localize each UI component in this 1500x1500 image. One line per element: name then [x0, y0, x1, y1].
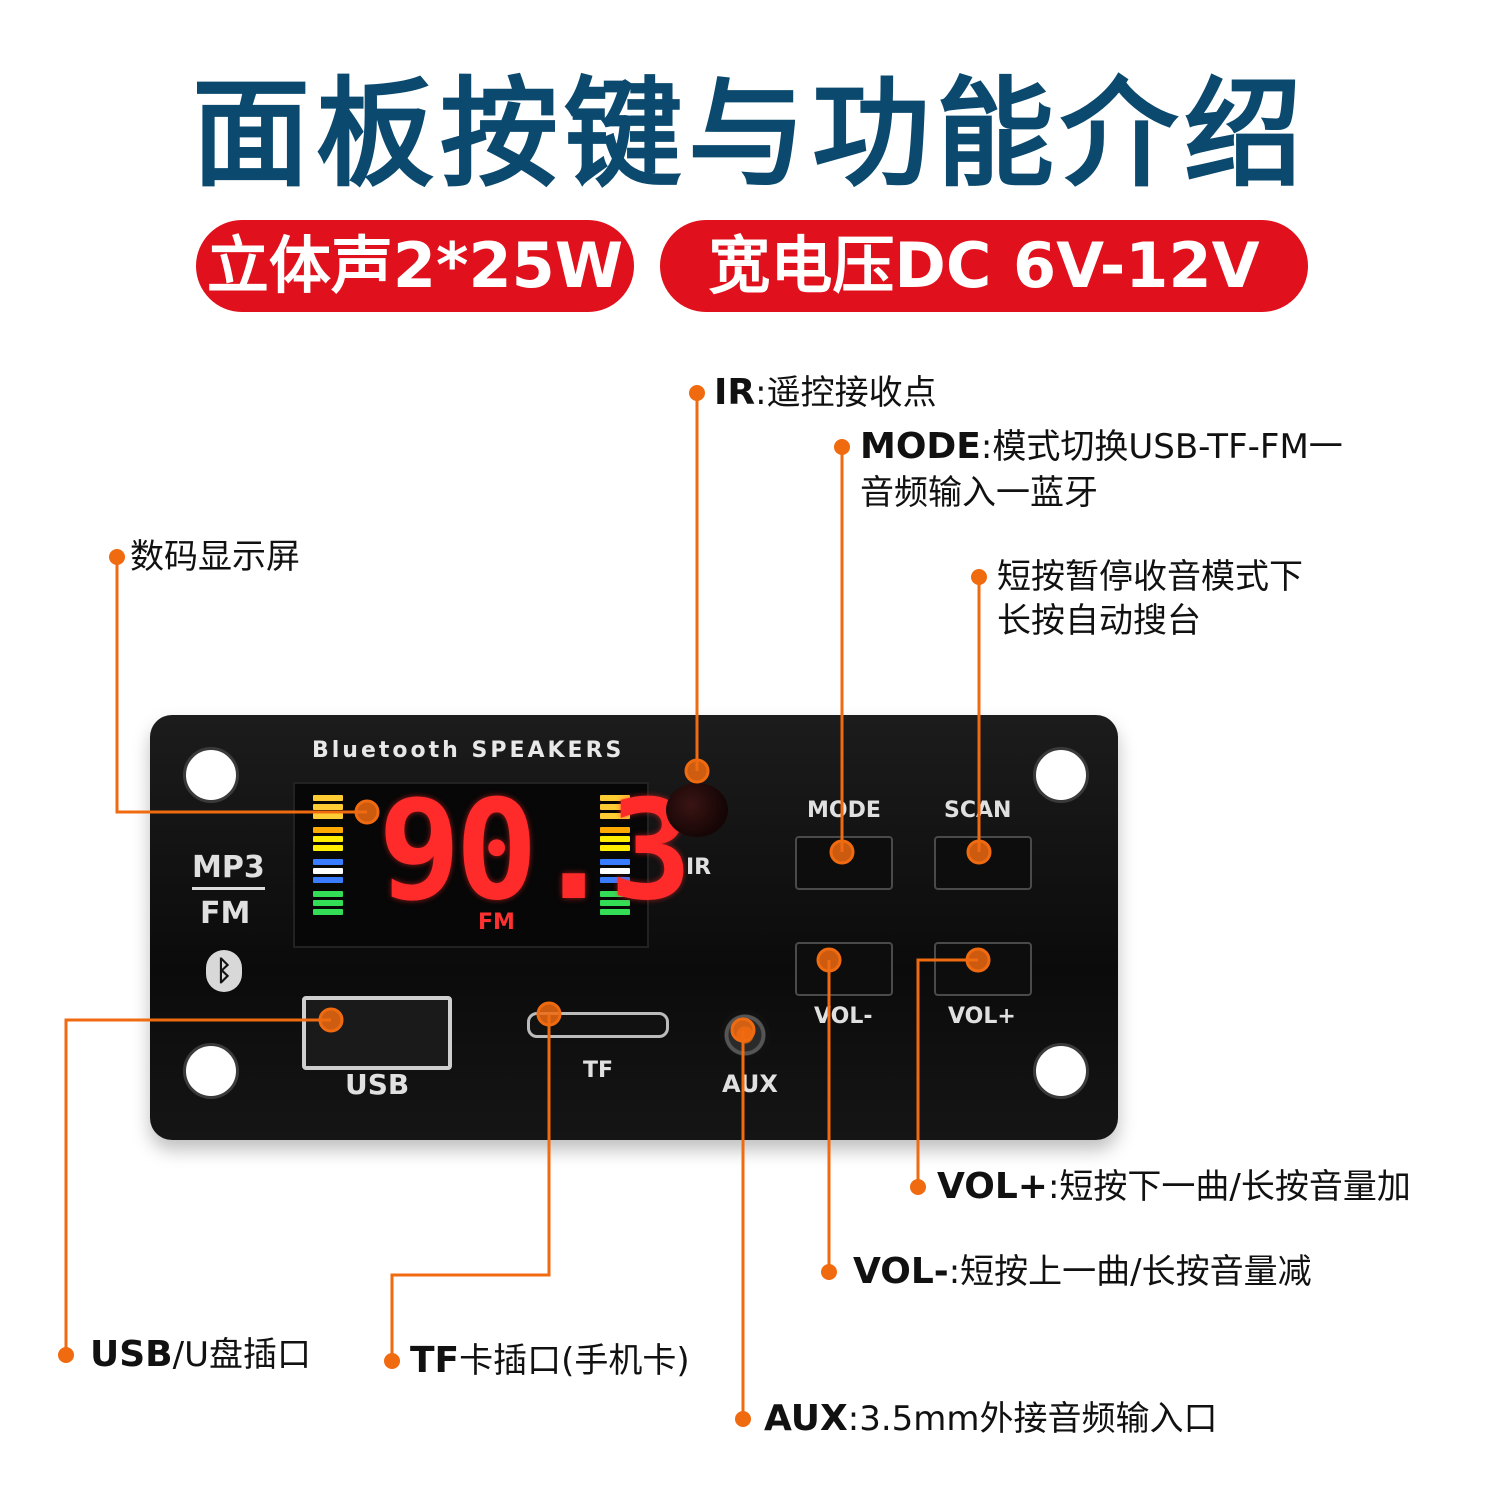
marker-usb — [318, 1007, 344, 1033]
callout-display: 数码显示屏 — [130, 537, 300, 577]
mount-hole — [1033, 1043, 1089, 1099]
dot-tf — [384, 1353, 400, 1369]
callout-tf: TF卡插口(手机卡) — [410, 1338, 690, 1384]
marker-mode — [829, 839, 855, 865]
tf-label: TF — [583, 1058, 614, 1083]
digital-display — [293, 782, 649, 948]
callout-aux-key: AUX — [764, 1398, 848, 1439]
callout-vol-minus: VOL-:短按上一曲/长按音量减 — [853, 1249, 1312, 1295]
dot-vol-minus — [821, 1264, 837, 1280]
dot-display — [109, 549, 125, 565]
callout-mode: MODE:模式切换USB-TF-FM一 — [860, 424, 1343, 470]
marker-ir — [684, 758, 710, 784]
ir-sensor — [666, 783, 728, 837]
callout-mode-key: MODE — [860, 426, 981, 467]
callout-ir: IR:遥控接收点 — [714, 370, 937, 416]
callout-ir-key: IR — [714, 372, 756, 413]
dot-vol-plus — [910, 1179, 926, 1195]
callout-vol-plus-key: VOL+ — [937, 1166, 1048, 1207]
callout-ir-desc: :遥控接收点 — [755, 373, 937, 413]
leader-tf — [390, 1014, 551, 1361]
dot-aux — [735, 1411, 751, 1427]
level-meter-right — [600, 795, 630, 918]
callout-tf-desc: 卡插口(手机卡) — [459, 1341, 690, 1381]
callout-aux: AUX:3.5mm外接音频输入口 — [764, 1396, 1218, 1442]
callout-usb: USB/U盘插口 — [90, 1332, 311, 1378]
callout-vol-plus: VOL+:短按下一曲/长按音量加 — [937, 1164, 1411, 1210]
marker-display — [354, 799, 380, 825]
bluetooth-icon: ᛒ — [206, 950, 242, 992]
callout-scan-line2: 长按自动搜台 — [997, 601, 1201, 641]
mount-hole — [1033, 747, 1089, 803]
display-unit: FM — [478, 910, 515, 935]
leader-usb — [64, 1018, 331, 1355]
dot-scan — [971, 569, 987, 585]
marker-vol-plus — [965, 947, 991, 973]
callout-tf-key: TF — [410, 1340, 460, 1381]
callout-mode-line2: 音频输入一蓝牙 — [860, 473, 1098, 513]
callout-scan: 短按暂停收音模式下 — [997, 557, 1303, 597]
marker-vol-minus — [816, 947, 842, 973]
level-meter-left — [313, 795, 343, 918]
badge-power: 立体声2*25W — [196, 220, 634, 312]
callout-vol-minus-desc: :短按上一曲/长按音量减 — [948, 1252, 1312, 1292]
scan-button[interactable] — [934, 836, 1032, 890]
page-title: 面板按键与功能介绍 — [191, 65, 1308, 203]
callout-usb-key: USB — [90, 1334, 173, 1375]
marker-scan — [966, 839, 992, 865]
board-brand: Bluetooth SPEAKERS — [312, 738, 625, 763]
leader-vol-plus — [916, 958, 978, 1187]
dot-ir — [689, 385, 705, 401]
vol-minus-button[interactable] — [795, 942, 893, 996]
vol-plus-label: VOL+ — [948, 1004, 1016, 1029]
callout-vol-minus-key: VOL- — [853, 1251, 949, 1292]
leader-display — [115, 557, 367, 814]
ir-label: IR — [686, 855, 712, 880]
dot-usb — [58, 1347, 74, 1363]
mode-label: MODE — [807, 798, 881, 823]
aux-label: AUX — [722, 1070, 778, 1098]
badge-voltage: 宽电压DC 6V-12V — [660, 220, 1308, 312]
mount-hole — [183, 747, 239, 803]
usb-label: USB — [345, 1068, 410, 1101]
callout-mode-desc: :模式切换USB-TF-FM一 — [980, 427, 1343, 467]
logo-mp3: MP3 — [192, 850, 265, 890]
mount-hole — [183, 1043, 239, 1099]
callout-usb-desc: /U盘插口 — [172, 1335, 311, 1375]
callout-aux-desc: :3.5mm外接音频输入口 — [847, 1399, 1218, 1439]
vol-minus-label: VOL- — [814, 1004, 873, 1029]
callout-vol-plus-desc: :短按下一曲/长按音量加 — [1047, 1167, 1411, 1207]
marker-aux — [730, 1017, 756, 1043]
marker-tf — [536, 1001, 562, 1027]
logo-fm: FM — [200, 896, 251, 931]
dot-mode — [834, 439, 850, 455]
